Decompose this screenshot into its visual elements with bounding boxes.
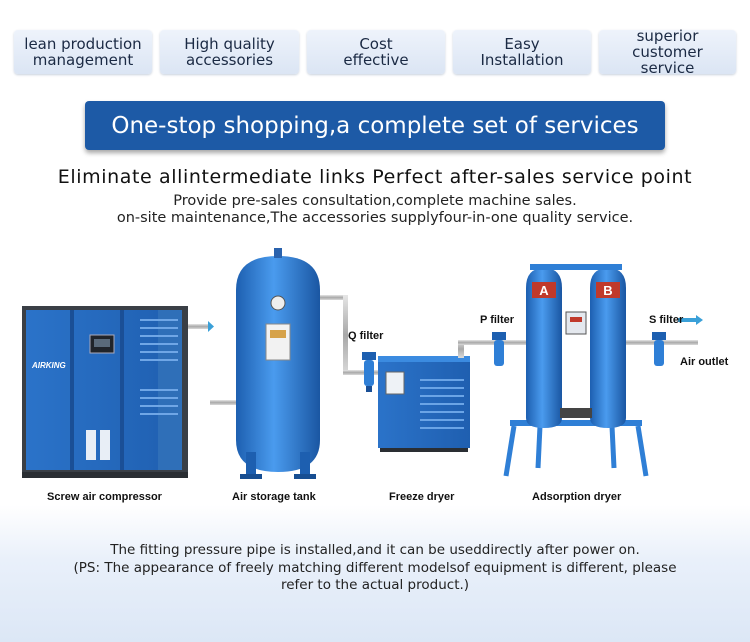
adsorption-dryer-graphic: A B [503, 264, 649, 477]
feature-pill-line1: superior [636, 27, 699, 45]
footer-background [0, 505, 750, 642]
subline-presales: Provide pre-sales consultation,complete … [173, 193, 577, 209]
feature-pill-line2: Installation [480, 51, 564, 69]
feature-pill-line2: accessories [185, 51, 274, 69]
footer-note-line2: (PS: The appearance of freely matching d… [73, 560, 677, 576]
p-filter-graphic [492, 332, 506, 366]
subline-maintenance: on-site maintenance,The accessories supp… [116, 210, 634, 226]
headline: Eliminate allintermediate links Perfect … [57, 166, 693, 188]
air-tank-graphic [236, 248, 320, 479]
feature-pill-line2: management [32, 51, 134, 69]
air-outlet-label: Air outlet [680, 356, 729, 368]
tower-b-label: B [603, 283, 612, 298]
screw-compressor-graphic [22, 306, 188, 478]
outlet-arrow-icon [696, 315, 703, 325]
footer-note-line3: refer to the actual product.) [280, 577, 470, 593]
compressor-brand-logo: AIRKING [32, 361, 66, 370]
feature-pill-line1: Easy [504, 35, 540, 53]
feature-pill-line1: High quality [184, 35, 275, 53]
flow-arrow-icon [208, 321, 214, 332]
feature-pill-line1: lean production [24, 35, 142, 53]
freeze-dryer-label: Freeze dryer [389, 491, 455, 503]
q-filter-label: Q filter [348, 330, 384, 342]
services-banner: One-stop shopping,a complete set of serv… [85, 101, 665, 150]
feature-pill-line2: customer service [632, 43, 703, 77]
adsorption-dryer-label: Adsorption dryer [532, 491, 622, 503]
compressor-label: Screw air compressor [47, 491, 162, 503]
equipment-illustration: A B [22, 248, 703, 479]
feature-pill-line1: Cost [359, 35, 393, 53]
tower-a-label: A [539, 283, 549, 298]
freeze-dryer-graphic [378, 356, 470, 452]
s-filter-label: S filter [649, 314, 684, 326]
footer-note-line1: The fitting pressure pipe is installed,a… [110, 542, 640, 558]
feature-pill-line2: effective [343, 51, 409, 69]
air-tank-label: Air storage tank [232, 491, 316, 503]
q-filter-graphic [362, 352, 376, 392]
equipment-flow-diagram: A B Q filter P filter S filter Air outle… [0, 240, 750, 520]
s-filter-graphic [652, 332, 666, 366]
p-filter-label: P filter [480, 314, 515, 326]
